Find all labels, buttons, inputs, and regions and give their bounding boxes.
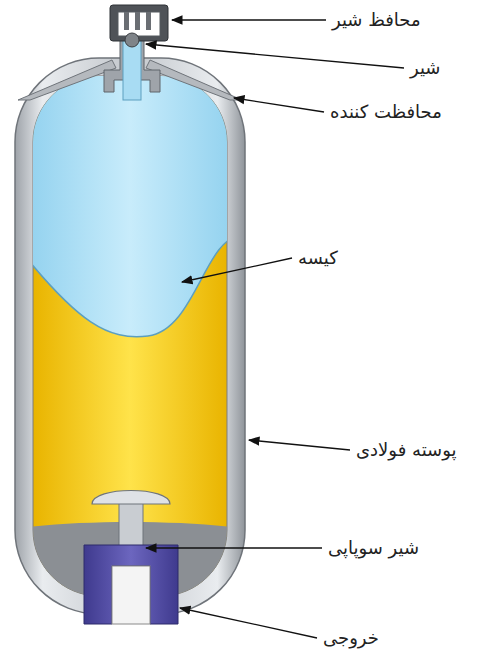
- leader-line: [172, 19, 326, 20]
- valve-core: [146, 12, 151, 30]
- part-label: کیسه: [298, 247, 338, 269]
- leader-line: [249, 440, 350, 450]
- steel-shell: [15, 58, 245, 614]
- protector-plate: [18, 60, 116, 100]
- leader-line: [180, 608, 317, 638]
- part-label: محافظ شیر: [332, 9, 421, 31]
- outlet-port: [84, 545, 178, 624]
- bladder: [33, 76, 227, 337]
- valve-cap-inner: [118, 12, 160, 36]
- valve-core: [135, 12, 140, 30]
- poppet-head: [92, 491, 170, 505]
- valve-core: [124, 12, 129, 30]
- leader-line: [234, 98, 324, 112]
- part-label: خروجی: [323, 627, 379, 649]
- valve-cap: [110, 5, 168, 41]
- leader-line: [146, 547, 322, 548]
- part-label: شیر: [410, 57, 440, 79]
- leader-line: [146, 44, 404, 68]
- part-label: پوسته فولادی: [356, 439, 456, 461]
- gas-valve: [125, 33, 139, 47]
- part-label: شیر سوپاپی: [328, 537, 419, 559]
- leader-line: [182, 258, 292, 282]
- part-label: محافظت کننده: [330, 101, 442, 123]
- outlet-bore: [112, 566, 150, 624]
